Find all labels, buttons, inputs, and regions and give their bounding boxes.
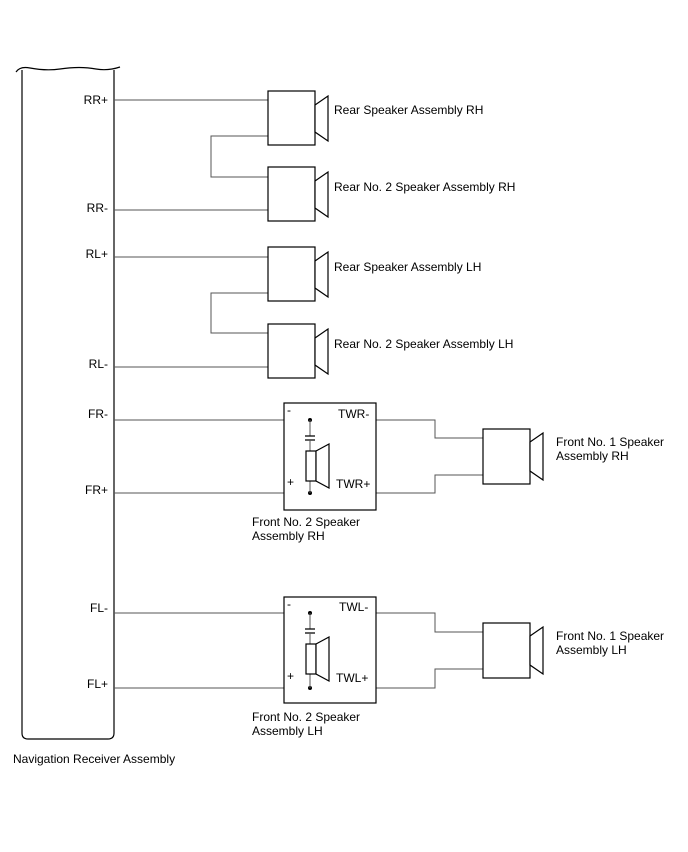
- tweeter-rh-internals: [305, 418, 330, 495]
- wire-fr-plus: [114, 474, 483, 494]
- tweeter-lh-minus-label: TWL-: [339, 600, 368, 614]
- front-no2-speaker-lh-label-line1: Front No. 2 Speaker: [252, 710, 360, 724]
- front-no1-speaker-lh-label-line1: Front No. 1 Speaker: [556, 629, 664, 643]
- wire-rr-series-link: [210, 135, 268, 178]
- wire-fr-minus: [114, 419, 483, 439]
- front-no1-speaker-rh-cone: [529, 431, 544, 482]
- tweeter-lh-internals: [305, 611, 330, 690]
- tweeter-lh-magnet: [305, 643, 317, 675]
- tweeter-lh-minus-sign: -: [287, 597, 291, 611]
- terminal-fl-minus: FL-: [90, 601, 108, 615]
- speaker-icon: [482, 622, 544, 679]
- rear-no2-speaker-rh-label: Rear No. 2 Speaker Assembly RH: [334, 180, 515, 194]
- terminal-fr-minus: FR-: [88, 407, 108, 421]
- front-rh-circuit: - + TWR- TWR+ Front No. 2 Speaker Assemb…: [114, 402, 664, 543]
- rear-rh-circuit: Rear Speaker Assembly RH Rear No. 2 Spea…: [114, 90, 515, 222]
- front-no2-speaker-lh-label-line2: Assembly LH: [252, 724, 323, 738]
- speaker-icon: [267, 90, 329, 146]
- tweeter-rh-cone: [315, 442, 330, 490]
- speaker-icon: [267, 246, 329, 302]
- front-no1-speaker-rh-box: [482, 428, 531, 485]
- rear-speaker-lh-box: [267, 246, 316, 302]
- terminal-rl-minus: RL-: [89, 357, 108, 371]
- rear-speaker-lh-label: Rear Speaker Assembly LH: [334, 260, 481, 274]
- front-no1-speaker-lh-box: [482, 622, 531, 679]
- front-no2-speaker-rh-label-line2: Assembly RH: [252, 529, 325, 543]
- front-no2-speaker-rh-box: [283, 402, 377, 511]
- rear-speaker-rh-label: Rear Speaker Assembly RH: [334, 103, 483, 117]
- rear-no2-speaker-lh-label: Rear No. 2 Speaker Assembly LH: [334, 337, 513, 351]
- rear-lh-circuit: Rear Speaker Assembly LH Rear No. 2 Spea…: [114, 246, 513, 379]
- front-no1-speaker-lh-label-line2: Assembly LH: [556, 643, 627, 657]
- front-no2-speaker-rh-label-line1: Front No. 2 Speaker: [252, 515, 360, 529]
- receiver-outline: [21, 70, 115, 740]
- rear-speaker-rh-cone: [314, 94, 329, 143]
- tweeter-lh-plus-label: TWL+: [336, 671, 368, 685]
- front-no1-speaker-lh-cone: [529, 625, 544, 676]
- tweeter-rh-plus-sign: +: [287, 475, 294, 489]
- tweeter-rh-minus-sign: -: [287, 403, 291, 417]
- rear-no2-speaker-lh-cone: [314, 327, 329, 376]
- tweeter-rh-magnet: [305, 450, 317, 482]
- front-no1-speaker-rh-label-line2: Assembly RH: [556, 449, 629, 463]
- wire-fl-minus: [114, 612, 483, 633]
- terminal-rl-plus: RL+: [86, 247, 108, 261]
- speaker-icon: [482, 428, 544, 485]
- rear-no2-speaker-rh-cone: [314, 170, 329, 219]
- terminal-rr-minus: RR-: [87, 201, 108, 215]
- terminal-fr-plus: FR+: [85, 483, 108, 497]
- rear-no2-speaker-rh-box: [267, 166, 316, 222]
- tweeter-lh-plus-sign: +: [287, 669, 294, 683]
- tweeter-rh-plus-label: TWR+: [336, 477, 370, 491]
- terminal-rr-plus: RR+: [84, 93, 108, 107]
- rear-no2-speaker-lh-box: [267, 323, 316, 379]
- speaker-icon: [267, 166, 329, 222]
- receiver-label: Navigation Receiver Assembly: [13, 752, 175, 766]
- front-no1-speaker-rh-label-line1: Front No. 1 Speaker: [556, 435, 664, 449]
- tweeter-rh-minus-label: TWR-: [338, 407, 369, 421]
- navigation-receiver: Navigation Receiver Assembly RR+ RR- RL+…: [13, 66, 175, 766]
- wire-fl-plus: [114, 668, 483, 689]
- terminal-fl-plus: FL+: [87, 677, 108, 691]
- tweeter-lh-cone: [315, 635, 330, 683]
- speaker-icon: [267, 323, 329, 379]
- receiver-top-wave: [15, 66, 121, 73]
- rear-speaker-rh-box: [267, 90, 316, 146]
- rear-speaker-lh-cone: [314, 250, 329, 299]
- front-no2-speaker-lh-box: [283, 596, 377, 704]
- wire-rl-series-link: [210, 292, 268, 334]
- front-lh-circuit: - + TWL- TWL+ Front No. 2 Speaker Assemb…: [114, 596, 664, 738]
